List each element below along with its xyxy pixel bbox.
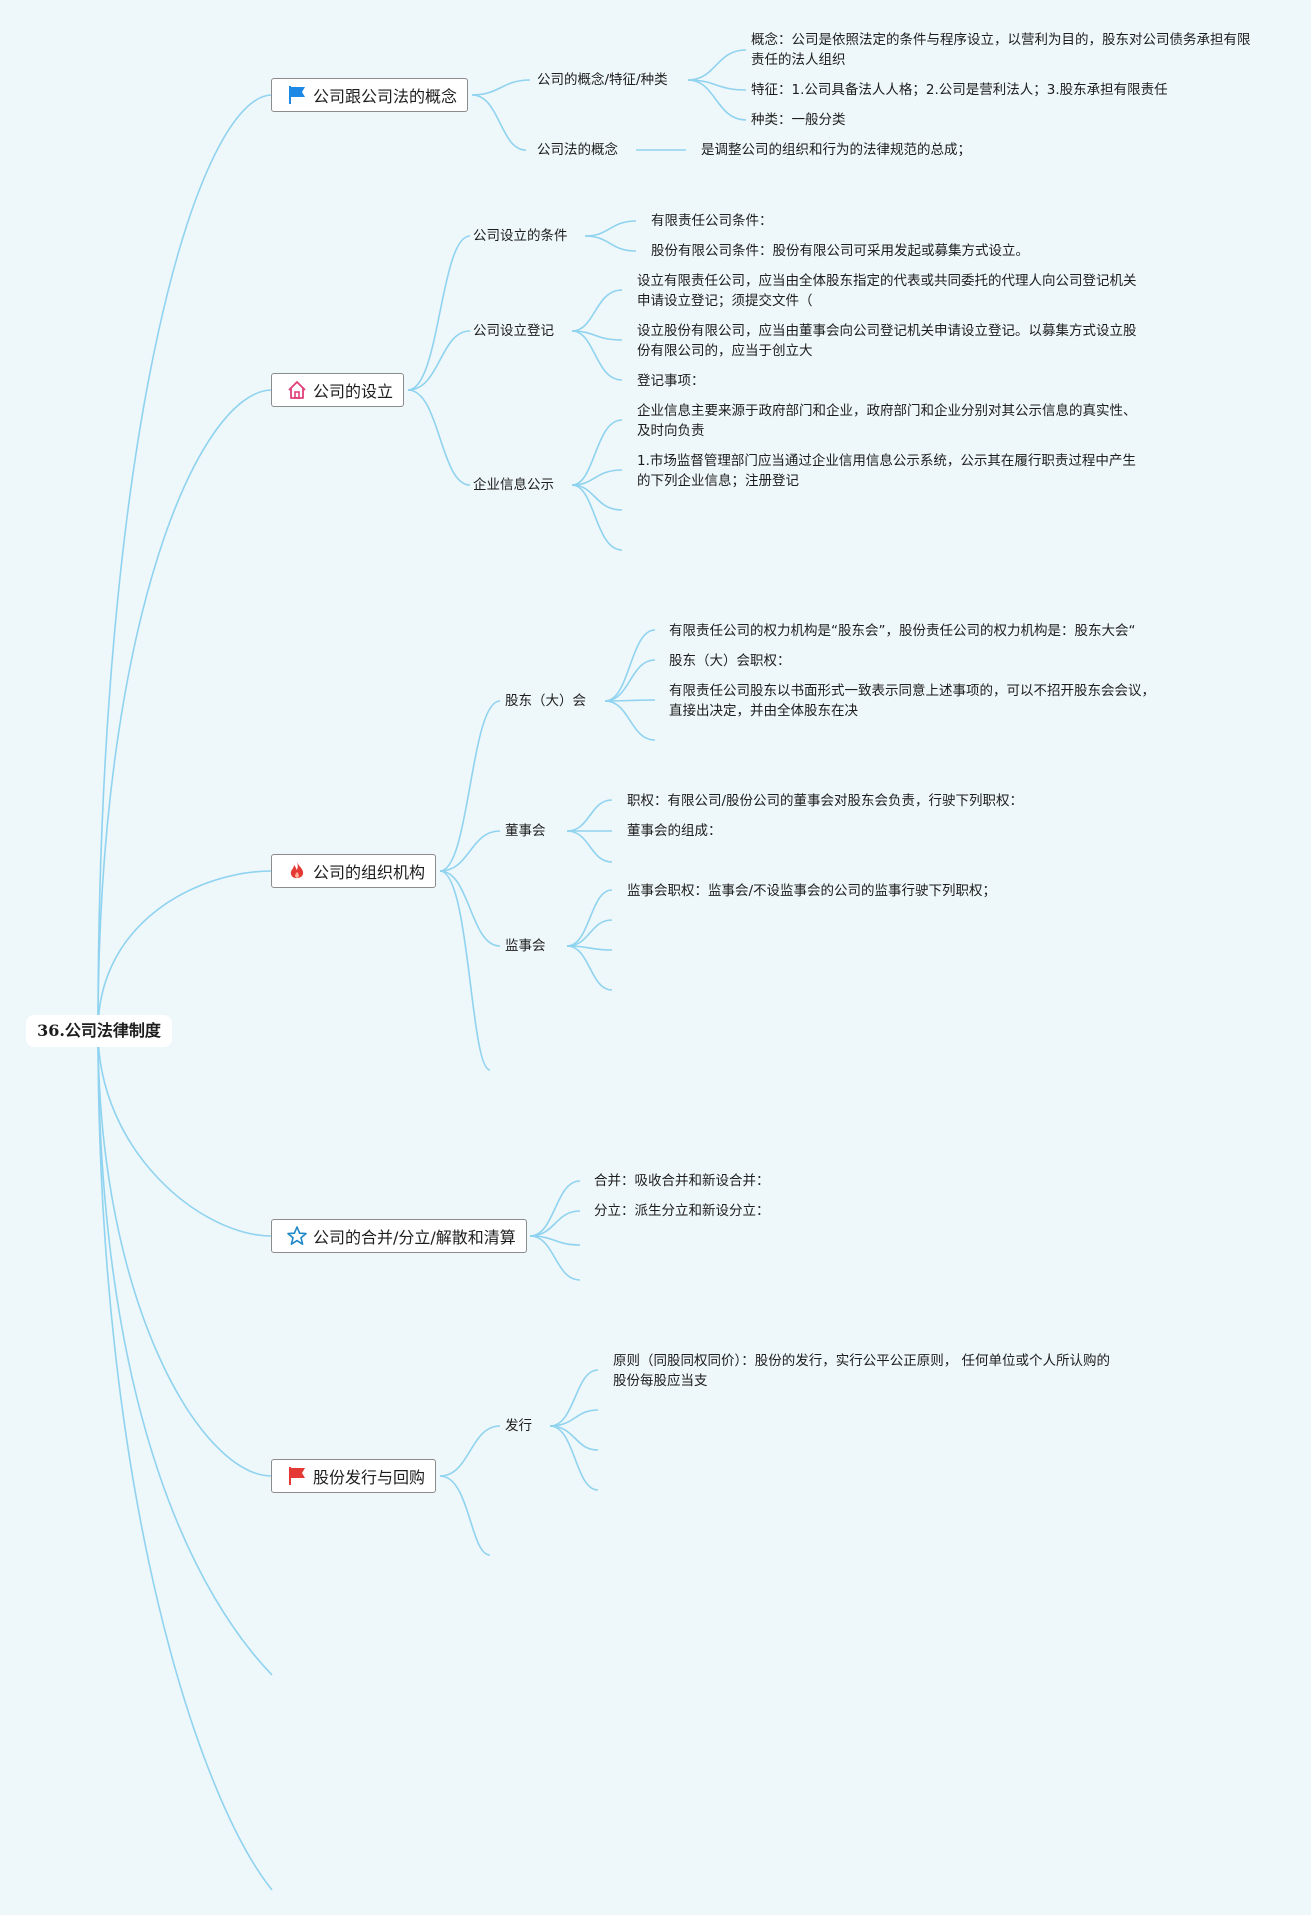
branch-merger-division-dissolution[interactable]: 公司的合并/分立/解散和清算 — [271, 1219, 527, 1253]
leaf-info-sources[interactable]: 企业信息主要来源于政府部门和企业，政府部门和企业分别对其公示信息的真实性、及时向… — [637, 403, 1137, 439]
topic-enterprise-info-disclosure[interactable]: 企业信息公示 — [473, 477, 554, 493]
branch-label: 公司的组织机构 — [313, 863, 426, 882]
leaf-issuance-principle[interactable]: 原则（同股同权同价）：股份的发行，实行公平公正原则， 任何单位或个人所认购的股份… — [613, 1353, 1111, 1389]
blue-flag-icon — [286, 84, 308, 106]
leaf-board-composition[interactable]: 董事会的组成： — [627, 823, 722, 839]
branch-company-establishment[interactable]: 公司的设立 — [271, 373, 405, 407]
leaf-market-supervision[interactable]: 1.市场监督管理部门应当通过企业信用信息公示系统，公示其在履行职责过程中产生的下… — [637, 453, 1136, 489]
topic-company-law-concept[interactable]: 公司法的概念 — [537, 142, 618, 158]
root-topic[interactable]: 36.公司法律制度 — [26, 1015, 172, 1047]
branch-label: 公司的设立 — [313, 382, 394, 401]
leaf-merger[interactable]: 合并：吸收合并和新设合并： — [594, 1173, 770, 1189]
topic-board-of-directors[interactable]: 董事会 — [505, 823, 546, 839]
leaf-features[interactable]: 特征：1.公司具备法人人格；2.公司是营利法人；3.股东承担有限责任 — [751, 82, 1168, 98]
branch-organization[interactable]: 公司的组织机构 — [271, 854, 437, 888]
branch-share-issuance-repurchase[interactable]: 股份发行与回购 — [271, 1459, 437, 1493]
branch-label: 公司的合并/分立/解散和清算 — [313, 1228, 516, 1247]
topic-establishment-conditions[interactable]: 公司设立的条件 — [473, 228, 568, 244]
leaf-board-powers[interactable]: 职权：有限公司/股份公司的董事会对股东会负责，行驶下列职权： — [627, 793, 1024, 809]
leaf-llc-conditions[interactable]: 有限责任公司条件： — [651, 213, 773, 229]
topic-concept-features-types[interactable]: 公司的概念/特征/种类 — [537, 72, 668, 88]
topic-supervisory-board[interactable]: 监事会 — [505, 938, 546, 954]
leaf-concept-definition[interactable]: 概念：公司是依照法定的条件与程序设立，以营利为目的，股东对公司债务承担有限责任的… — [751, 32, 1251, 68]
topic-establishment-registration[interactable]: 公司设立登记 — [473, 323, 554, 339]
star-icon — [286, 1225, 308, 1247]
leaf-registration-items[interactable]: 登记事项： — [637, 373, 705, 389]
leaf-jsc-conditions[interactable]: 股份有限公司条件：股份有限公司可采用发起或募集方式设立。 — [651, 243, 1029, 259]
branch-company-concept[interactable]: 公司跟公司法的概念 — [271, 78, 469, 112]
leaf-meeting-powers[interactable]: 股东（大）会职权： — [669, 653, 791, 669]
topic-issuance[interactable]: 发行 — [505, 1418, 532, 1434]
fire-icon — [286, 860, 308, 882]
leaf-written-consent[interactable]: 有限责任公司股东以书面形式一致表示同意上述事项的，可以不招开股东会会议，直接出决… — [669, 683, 1155, 719]
leaf-supervisory-powers[interactable]: 监事会职权：监事会/不设监事会的公司的监事行驶下列职权； — [627, 883, 997, 899]
leaf-jsc-registration[interactable]: 设立股份有限公司，应当由董事会向公司登记机关申请设立登记。以募集方式设立股份有限… — [637, 323, 1137, 359]
leaf-division[interactable]: 分立：派生分立和新设分立： — [594, 1203, 770, 1219]
leaf-company-law-definition[interactable]: 是调整公司的组织和行为的法律规范的总成； — [701, 142, 971, 158]
leaf-types[interactable]: 种类：一般分类 — [751, 112, 846, 128]
leaf-power-organ[interactable]: 有限责任公司的权力机构是“股东会”，股份责任公司的权力机构是：股东大会“ — [669, 623, 1136, 639]
branch-label: 股份发行与回购 — [313, 1468, 426, 1487]
branch-label: 公司跟公司法的概念 — [313, 87, 458, 106]
leaf-llc-registration[interactable]: 设立有限责任公司，应当由全体股东指定的代表或共同委托的代理人向公司登记机关申请设… — [637, 273, 1137, 309]
topic-shareholders-meeting[interactable]: 股东（大）会 — [505, 693, 586, 709]
red-flag-icon — [286, 1465, 308, 1487]
house-icon — [286, 379, 308, 401]
